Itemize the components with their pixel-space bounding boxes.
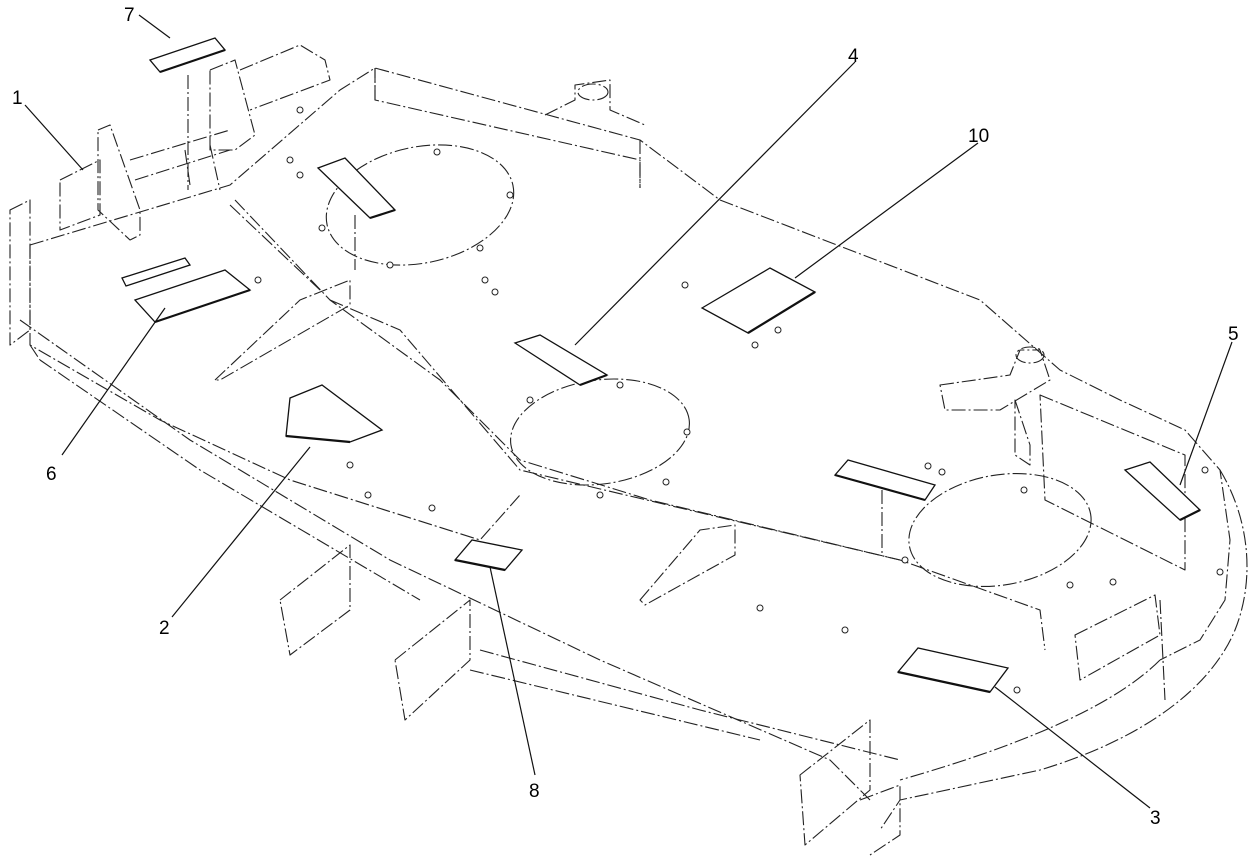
front-hitch-plates <box>214 279 901 856</box>
callout-8: 7 <box>124 5 135 26</box>
decal-8 <box>148 37 227 190</box>
callout-1: 1 <box>12 88 23 109</box>
callout-labels: 7 1 4 10 5 6 2 8 3 <box>12 5 1239 829</box>
bolt-holes <box>254 106 1224 694</box>
leader-lines <box>24 14 1233 809</box>
callout-5: 5 <box>1228 324 1239 345</box>
decal-3 <box>896 647 1010 694</box>
left-mount-brackets <box>9 44 331 346</box>
callout-4: 4 <box>848 46 859 67</box>
decal-10 <box>700 267 817 334</box>
decal-7 <box>453 539 524 572</box>
decal-4 <box>513 334 609 387</box>
callout-3: 3 <box>1150 808 1161 829</box>
skid-brackets <box>1074 594 1166 701</box>
mower-deck-outline <box>19 67 1248 831</box>
decal-5 <box>1123 461 1202 521</box>
decal-2 <box>285 384 384 444</box>
decal-1-slot <box>121 257 192 287</box>
callout-10: 10 <box>968 126 989 147</box>
callout-7: 8 <box>529 781 540 802</box>
callout-6: 6 <box>46 464 57 485</box>
spindle-housings <box>544 79 1186 571</box>
decal-under-1 <box>316 157 397 270</box>
callout-2: 2 <box>159 618 170 639</box>
decal-center-right <box>833 459 937 555</box>
